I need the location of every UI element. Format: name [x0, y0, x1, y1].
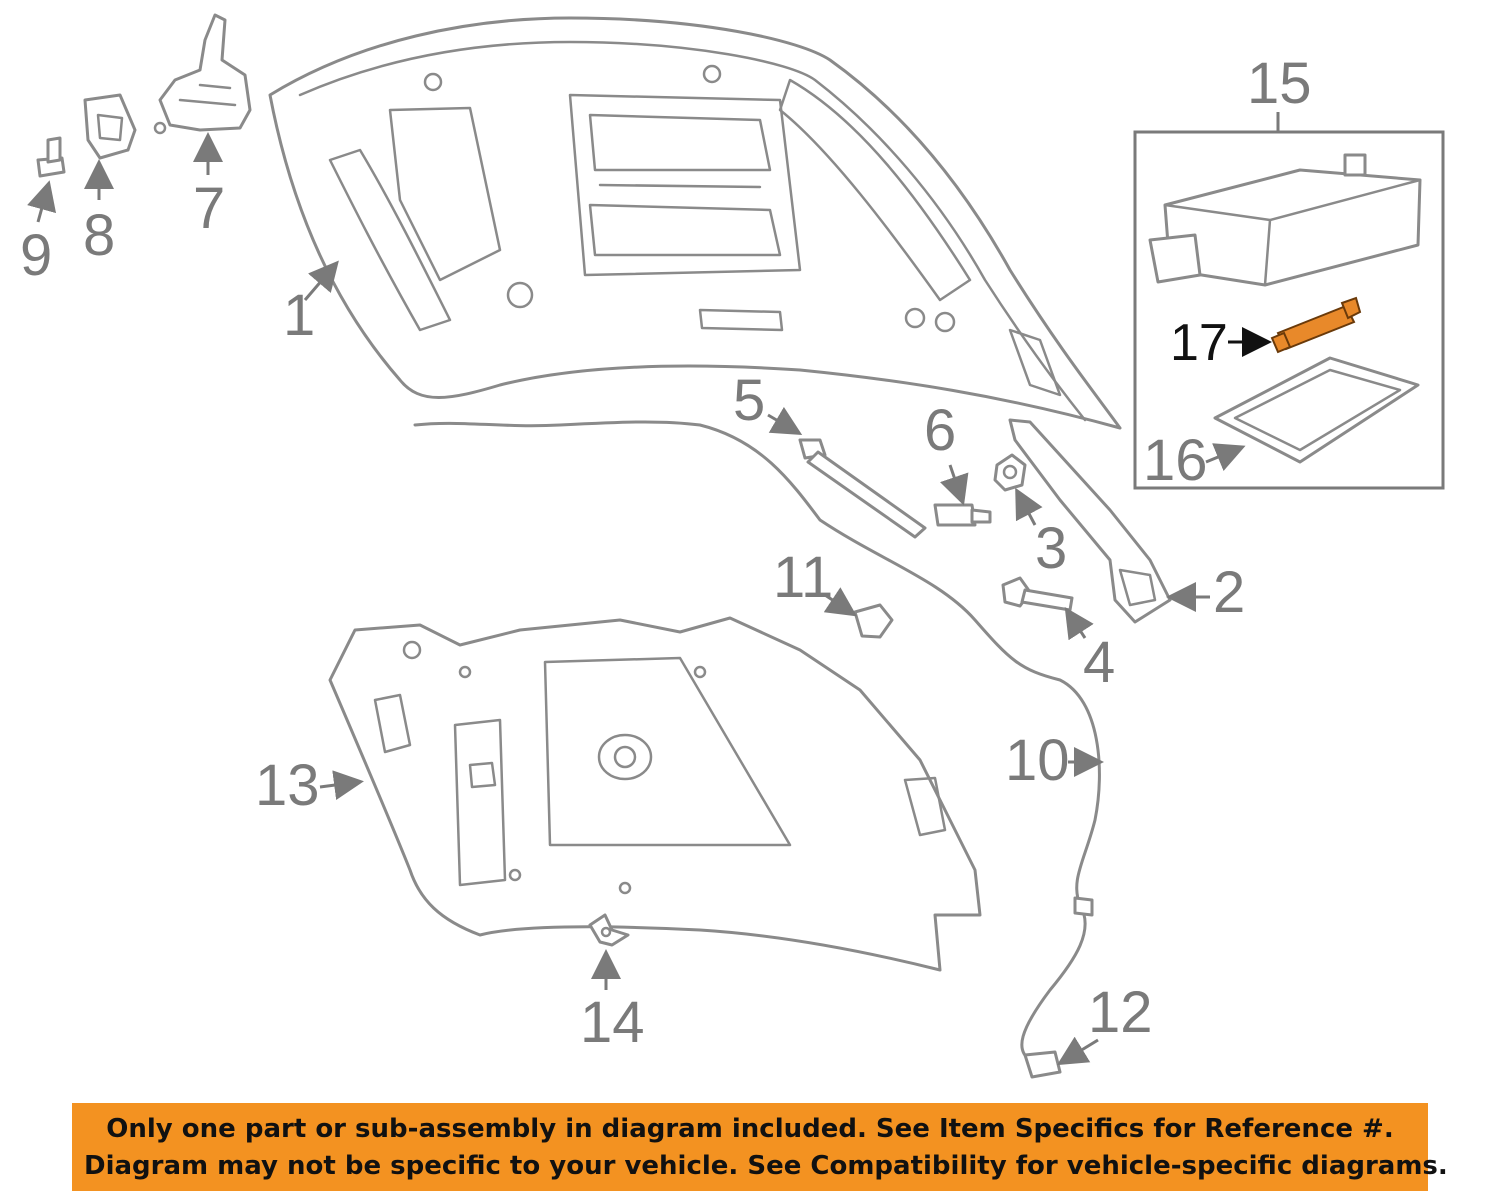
callout-3: 3	[1015, 487, 1067, 581]
disclaimer-line-1: Only one part or sub-assembly in diagram…	[106, 1114, 1394, 1144]
callout-15: 15	[1247, 51, 1312, 116]
callout-2: 2	[1166, 560, 1245, 625]
disclaimer-line-2: Diagram may not be specific to your vehi…	[84, 1151, 1448, 1181]
inset-box	[1133, 112, 1445, 490]
bolt-4	[1001, 576, 1074, 612]
svg-text:8: 8	[83, 203, 115, 268]
svg-text:15: 15	[1247, 51, 1312, 116]
svg-text:12: 12	[1088, 980, 1153, 1045]
hood-hinge	[153, 13, 252, 135]
hood-insulator	[328, 616, 982, 972]
svg-text:6: 6	[924, 398, 956, 463]
svg-text:4: 4	[1083, 630, 1115, 695]
svg-text:5: 5	[733, 368, 765, 433]
svg-text:17: 17	[1170, 314, 1228, 372]
svg-text:10: 10	[1005, 728, 1070, 793]
push-clip-14	[588, 913, 630, 947]
bolt-9	[36, 136, 66, 178]
hinge-bracket	[83, 93, 137, 160]
clip-11	[853, 603, 894, 639]
control-module	[1148, 153, 1422, 287]
hood-panel	[268, 16, 1122, 430]
svg-text:11: 11	[773, 545, 833, 610]
callout-4: 4	[1064, 606, 1115, 695]
module-tray	[1213, 356, 1420, 464]
svg-text:2: 2	[1213, 560, 1245, 625]
callout-12: 12	[1056, 980, 1153, 1066]
callout-13: 13	[255, 753, 364, 818]
disclaimer-banner: Only one part or sub-assembly in diagram…	[72, 1103, 1448, 1191]
svg-text:3: 3	[1035, 516, 1067, 581]
svg-text:9: 9	[20, 223, 52, 288]
callout-16: 16	[1143, 428, 1246, 493]
cable-end-12	[1023, 1050, 1062, 1079]
callout-6: 6	[924, 398, 969, 506]
callout-17: 17	[1170, 314, 1272, 372]
release-cable	[413, 420, 1101, 1062]
callout-5: 5	[733, 368, 803, 436]
hood-prop-rod	[798, 438, 927, 539]
callout-14: 14	[580, 949, 645, 1055]
callout-8: 8	[83, 159, 115, 268]
callout-7: 7	[193, 132, 225, 241]
svg-text:13: 13	[255, 753, 320, 818]
callout-9: 9	[20, 180, 57, 288]
svg-text:7: 7	[193, 176, 225, 241]
svg-text:16: 16	[1143, 428, 1208, 493]
svg-text:14: 14	[580, 990, 645, 1055]
retainer-6	[933, 503, 992, 527]
highlighted-part-17	[1270, 296, 1362, 354]
hinge-arm	[1008, 418, 1172, 624]
callout-1: 1	[283, 260, 339, 348]
callout-10: 10	[1005, 728, 1104, 793]
nut-3	[993, 453, 1027, 492]
callout-11: 11	[773, 545, 857, 617]
